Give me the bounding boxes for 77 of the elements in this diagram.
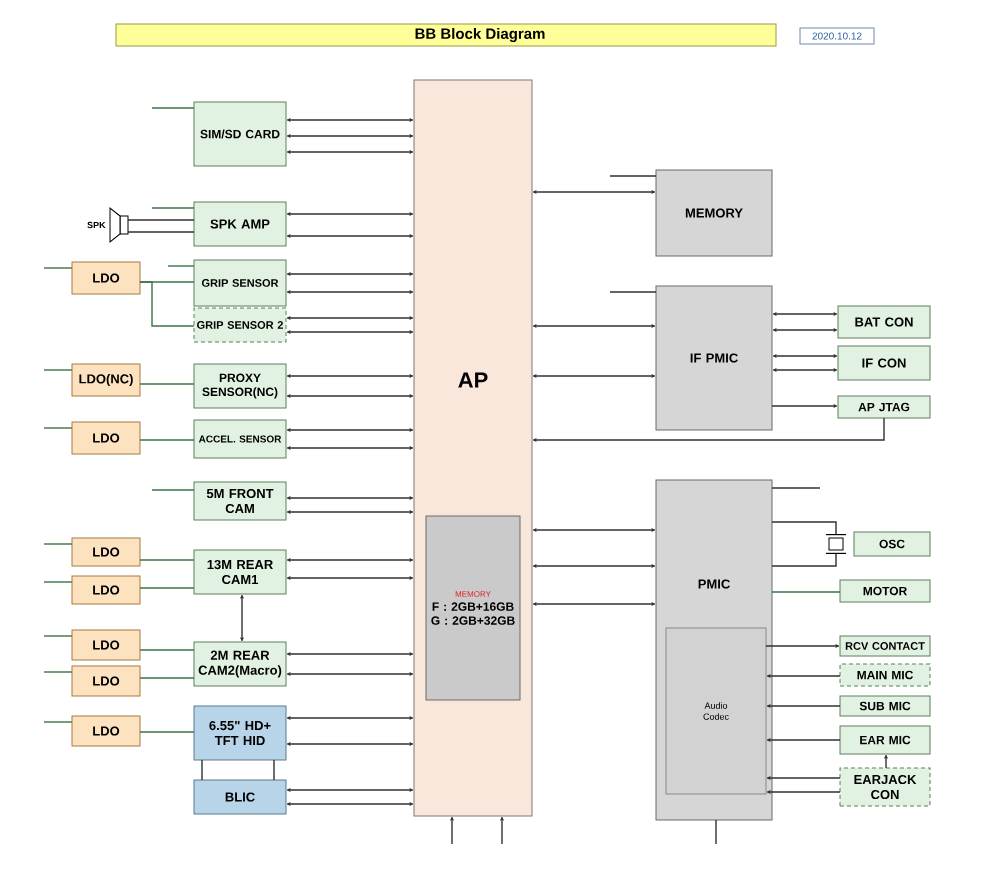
connector-line	[771, 521, 837, 535]
arrow	[286, 118, 414, 122]
connector-line	[609, 175, 657, 177]
connector-line	[43, 543, 73, 545]
arrow	[772, 354, 838, 358]
arrow	[286, 742, 414, 746]
connector-line	[609, 291, 657, 293]
arrow	[884, 754, 888, 769]
connector-line	[771, 591, 841, 593]
arrow	[766, 738, 841, 742]
connector-line	[139, 649, 195, 651]
arrow	[772, 328, 838, 332]
arrow	[286, 212, 414, 216]
connector-line	[201, 759, 203, 781]
connector-line	[139, 587, 195, 589]
arrow	[532, 564, 656, 568]
arrow	[286, 394, 414, 398]
arrow	[286, 802, 414, 806]
connector-line	[43, 671, 73, 673]
connector-line	[151, 107, 195, 109]
arrow	[766, 704, 841, 708]
crystal-symbol	[825, 534, 847, 554]
arrow	[532, 374, 656, 378]
arrow	[532, 602, 656, 606]
connector-line	[139, 559, 195, 561]
arrow	[286, 150, 414, 154]
arrow	[286, 576, 414, 580]
connector-line	[151, 207, 195, 209]
arrow	[286, 330, 414, 334]
arrow	[766, 776, 841, 780]
arrow	[240, 594, 244, 642]
connector-line	[43, 581, 73, 583]
connector-line	[43, 267, 73, 269]
connector-line	[43, 721, 73, 723]
connector-line	[167, 265, 195, 267]
arrow	[286, 496, 414, 500]
arrow	[286, 446, 414, 450]
connector-line	[771, 487, 821, 489]
arrow	[532, 324, 656, 328]
connector-line	[139, 439, 195, 441]
arrow	[286, 374, 414, 378]
connector-line	[715, 819, 717, 845]
arrow	[532, 417, 885, 442]
arrow	[765, 644, 840, 648]
arrow	[286, 316, 414, 320]
arrow	[766, 790, 841, 794]
connector-line	[127, 219, 195, 221]
arrow	[500, 816, 504, 845]
arrow	[286, 510, 414, 514]
arrow	[286, 716, 414, 720]
connector-line	[127, 231, 195, 233]
arrow	[286, 134, 414, 138]
connector-line	[139, 677, 195, 679]
arrow	[771, 404, 838, 408]
arrow	[772, 368, 838, 372]
arrow	[286, 428, 414, 432]
connector-line	[139, 731, 195, 733]
connector-line	[139, 281, 195, 327]
connector-line	[273, 759, 275, 781]
arrow	[286, 558, 414, 562]
arrow	[532, 190, 656, 194]
arrow	[450, 816, 454, 845]
arrow	[286, 788, 414, 792]
arrow	[532, 528, 656, 532]
arrow	[286, 234, 414, 238]
connector-line	[139, 383, 195, 385]
arrow	[286, 272, 414, 276]
connector-line	[43, 427, 73, 429]
connector-line	[151, 489, 195, 491]
arrow	[286, 652, 414, 656]
arrow	[286, 290, 414, 294]
arrow	[766, 674, 841, 678]
connector-line	[43, 635, 73, 637]
arrow	[772, 312, 838, 316]
arrow	[286, 672, 414, 676]
connector-line	[771, 553, 837, 567]
connector-line	[43, 369, 73, 371]
